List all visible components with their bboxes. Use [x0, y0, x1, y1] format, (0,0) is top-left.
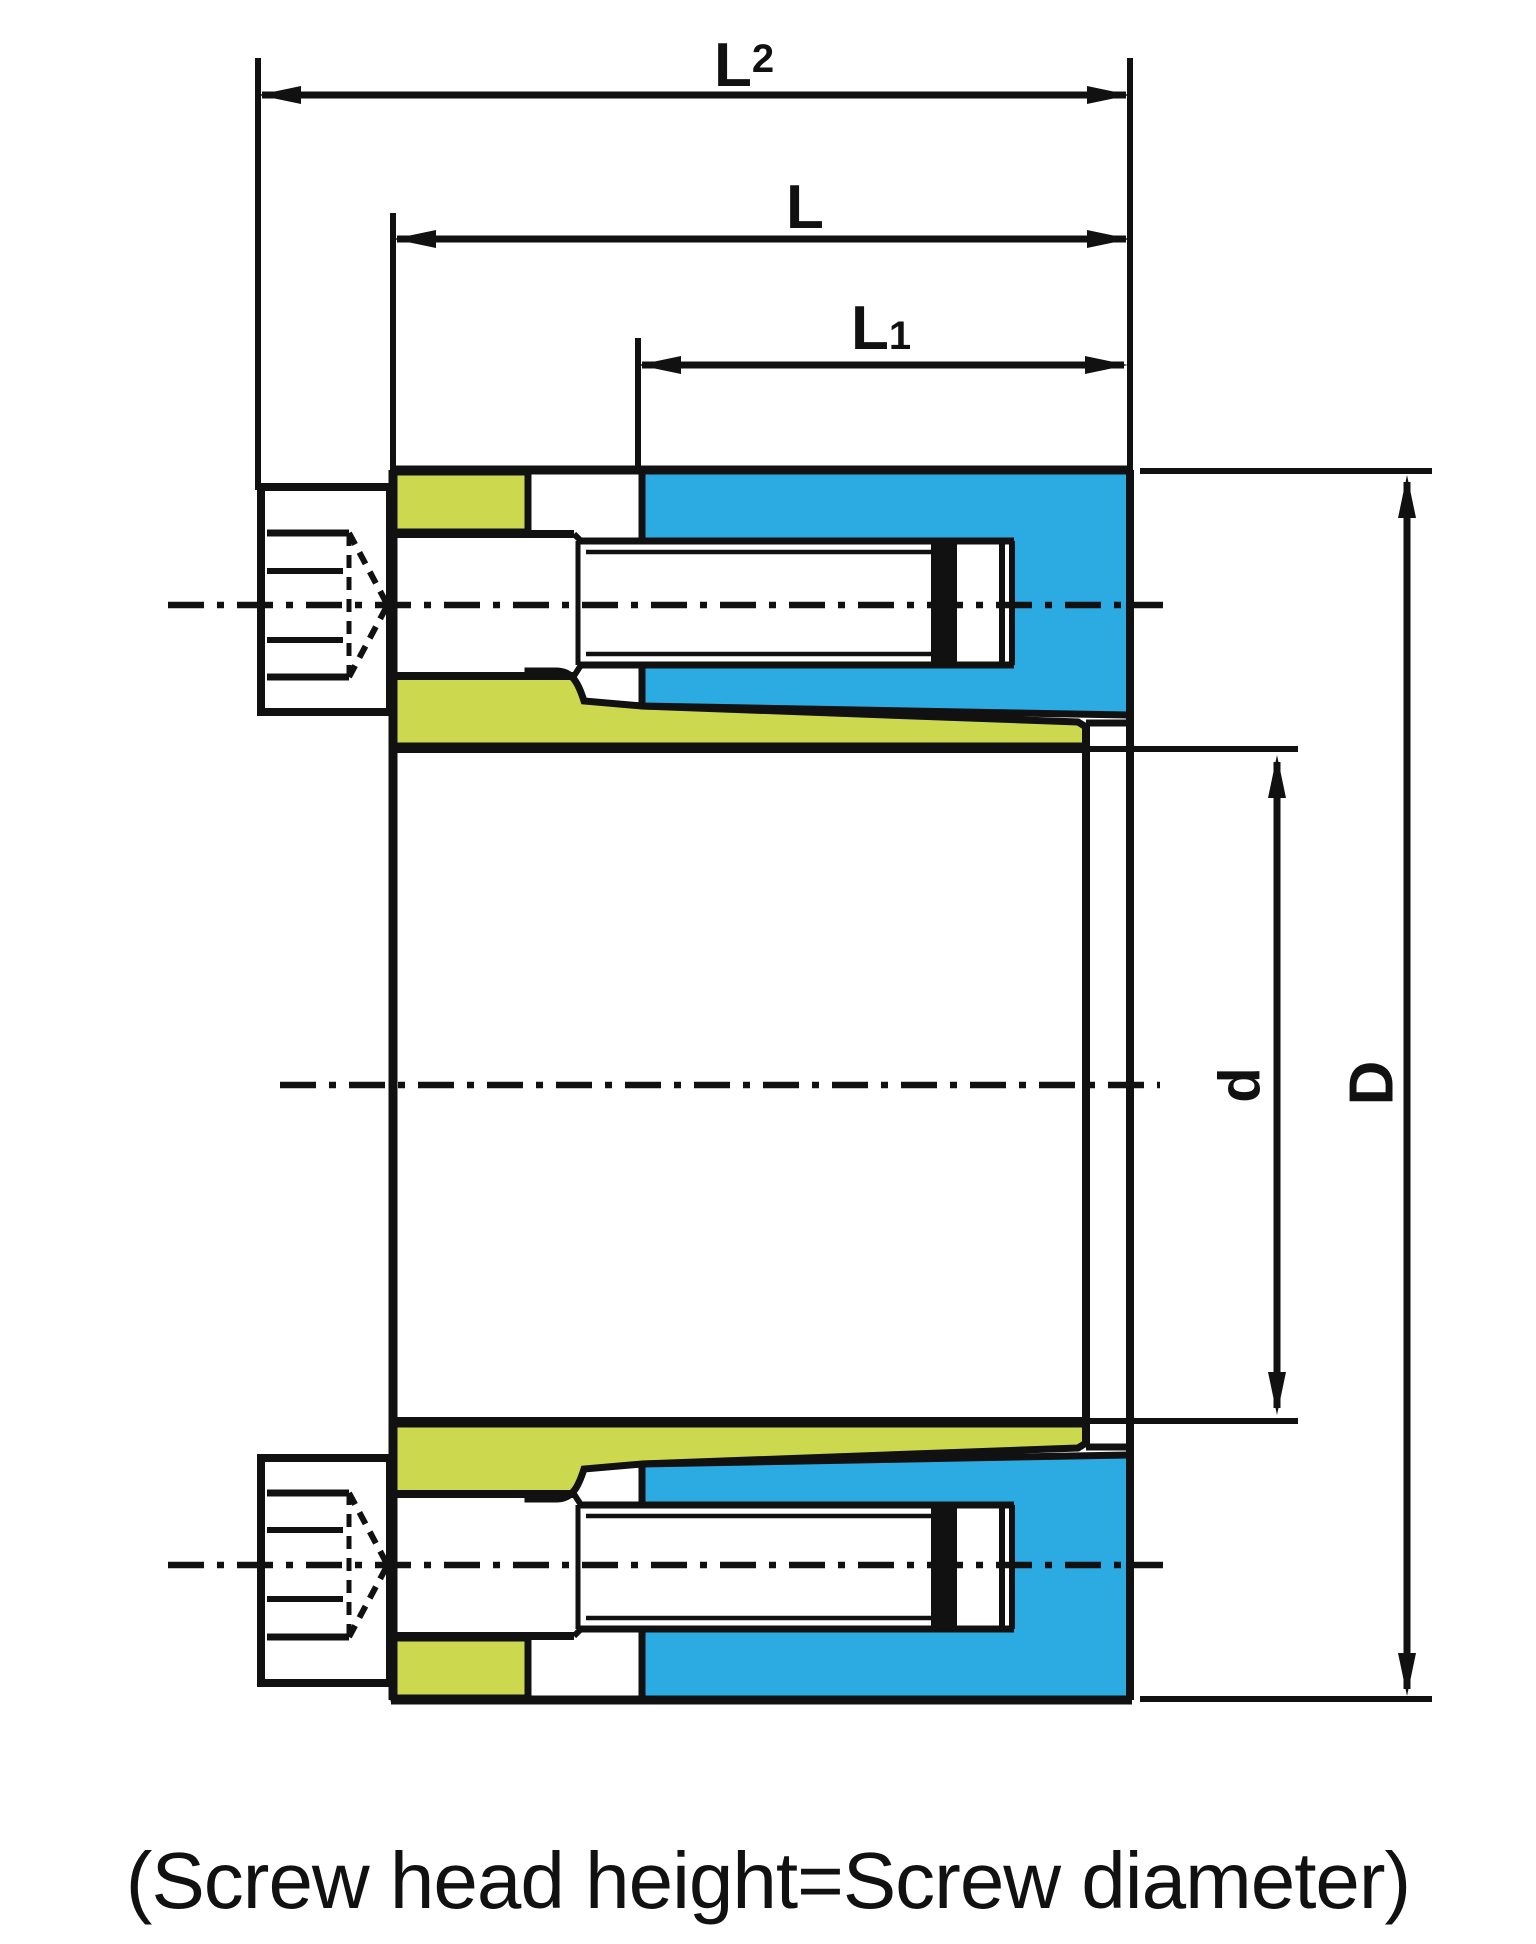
- caption: (Screw head height=Screw diameter): [126, 1836, 1410, 1925]
- l2-label: L2: [714, 31, 774, 100]
- D-arrow-bottom: [1398, 1653, 1416, 1696]
- d-arrow-top: [1268, 755, 1286, 798]
- D-arrow-top: [1398, 475, 1416, 518]
- dimension-l2: L2: [255, 31, 1133, 490]
- dimension-D-outer: D: [1140, 468, 1432, 1702]
- l2-arrow-left: [258, 86, 301, 104]
- D-label: D: [1338, 1061, 1407, 1106]
- l1-arrow-right: [1085, 356, 1128, 374]
- l1-arrow-left: [638, 356, 681, 374]
- l-label: L: [786, 173, 824, 242]
- d-arrow-bottom: [1268, 1372, 1286, 1415]
- assembly-bottom-half: [168, 1085, 1163, 1700]
- l1-label: L1: [851, 294, 911, 363]
- l2-arrow-right: [1087, 86, 1130, 104]
- assembly-top-half: [168, 470, 1163, 1085]
- dimension-l: L: [390, 173, 1130, 470]
- l-arrow-right: [1087, 230, 1130, 248]
- dimension-l1: L1: [635, 294, 1128, 466]
- dimension-d: d: [1090, 746, 1298, 1424]
- d-label: d: [1208, 1067, 1273, 1102]
- drawing-root: L2 L L1 d: [126, 31, 1432, 1925]
- l-arrow-left: [393, 230, 436, 248]
